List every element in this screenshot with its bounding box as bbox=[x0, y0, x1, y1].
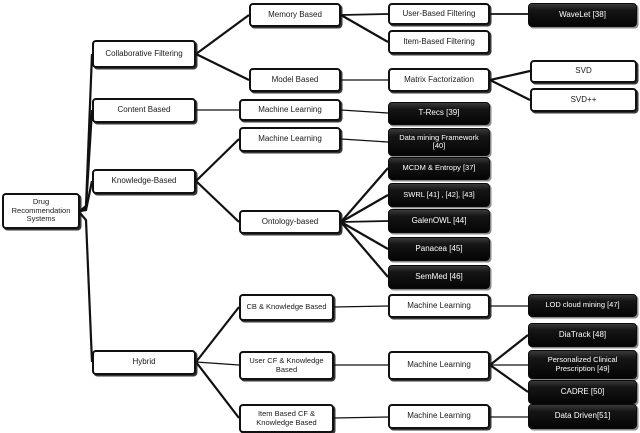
node-label-ibf: Item-Based Filtering bbox=[403, 36, 475, 46]
edge-knowledge-to-ontology bbox=[195, 180, 240, 223]
edge-root-to-knowledge bbox=[79, 180, 94, 213]
edge-hybrid-to-ucf_know bbox=[195, 361, 240, 366]
node-ml_ucf[interactable]: Machine Learning bbox=[388, 351, 490, 380]
node-datadriven[interactable]: Data Driven[51] bbox=[528, 404, 637, 429]
node-memory[interactable]: Memory Based bbox=[249, 3, 341, 27]
node-svd[interactable]: SVD bbox=[530, 60, 637, 83]
node-icf_know[interactable]: Item Based CF & Knowledge Based bbox=[239, 404, 334, 433]
node-label-icf_know: Item Based CF & Knowledge Based bbox=[256, 409, 317, 427]
node-label-wavelet: WaveLet [38] bbox=[559, 9, 606, 19]
node-label-model: Model Based bbox=[271, 74, 319, 84]
edge-ml_ucf-to-diatrack bbox=[489, 334, 529, 366]
node-svdpp[interactable]: SVD++ bbox=[530, 88, 637, 112]
node-dmf[interactable]: Data mining Framework [40] bbox=[388, 128, 490, 156]
node-label-hybrid: Hybrid bbox=[132, 357, 156, 367]
node-diatrack[interactable]: DiaTrack [48] bbox=[528, 323, 637, 347]
edge-root-to-content bbox=[79, 109, 94, 212]
node-label-galenowl: GalenOWL [44] bbox=[411, 215, 467, 225]
node-model[interactable]: Model Based bbox=[249, 68, 341, 92]
edge-cb_know-to-ml_cb bbox=[333, 305, 389, 308]
node-ibf[interactable]: Item-Based Filtering bbox=[388, 30, 490, 54]
node-label-ubf: User-Based Filtering bbox=[402, 8, 476, 18]
node-label-trecs: T-Recs [39] bbox=[418, 108, 460, 118]
node-label-ontology: Ontology-based bbox=[261, 216, 319, 226]
node-label-swrl: SWRL [41] , [42], [43] bbox=[403, 189, 475, 199]
node-label-svd: SVD bbox=[575, 66, 592, 76]
edge-mf-to-svdpp bbox=[489, 79, 531, 101]
node-label-diatrack: DiaTrack [48] bbox=[558, 329, 607, 339]
node-label-lod: LOD cloud mining [47] bbox=[545, 300, 620, 310]
edge-hybrid-to-icf_know bbox=[195, 361, 240, 419]
edge-knowledge-to-ml_know bbox=[195, 138, 240, 182]
node-ml_know[interactable]: Machine Learning bbox=[239, 127, 341, 152]
node-label-mcdm: MCDM & Entropy [37] bbox=[402, 163, 476, 173]
edge-mf-to-svd bbox=[489, 69, 531, 82]
node-ucf_know[interactable]: User CF & Knowledge Based bbox=[239, 351, 334, 380]
edge-ontology-to-galenowl bbox=[340, 220, 389, 223]
node-cadre[interactable]: CADRE [50] bbox=[528, 380, 637, 404]
node-label-pcp: Personalized Clinical Prescription [49] bbox=[547, 355, 618, 373]
edge-ml_content-to-trecs bbox=[340, 109, 389, 114]
edge-ontology-to-swrl bbox=[340, 194, 389, 223]
node-label-dmf: Data mining Framework [40] bbox=[399, 132, 479, 150]
node-label-ml_cb: Machine Learning bbox=[407, 300, 471, 310]
node-label-semmed: SemMed [46] bbox=[415, 271, 463, 281]
node-label-cb_know: CB & Knowledge Based bbox=[246, 302, 327, 312]
node-label-memory: Memory Based bbox=[268, 9, 322, 19]
edge-ontology-to-semmed bbox=[340, 221, 389, 278]
node-root[interactable]: Drug Recommendation Systems bbox=[2, 193, 80, 229]
node-label-ml_icf: Machine Learning bbox=[407, 411, 471, 421]
node-label-ml_know: Machine Learning bbox=[258, 134, 322, 144]
edge-ontology-to-mcdm bbox=[340, 167, 389, 223]
node-label-ml_content: Machine Learning bbox=[258, 104, 322, 114]
edge-memory-to-ubf bbox=[340, 13, 389, 16]
edge-ontology-to-panacea bbox=[340, 221, 389, 250]
edge-ml_ucf-to-cadre bbox=[489, 364, 529, 393]
edge-icf_know-to-ml_icf bbox=[333, 416, 389, 419]
node-lod[interactable]: LOD cloud mining [47] bbox=[528, 294, 637, 317]
edge-cf-to-memory bbox=[195, 14, 250, 55]
edge-cf-to-model bbox=[195, 53, 250, 81]
edge-root-to-hybrid bbox=[79, 212, 94, 363]
node-ontology[interactable]: Ontology-based bbox=[239, 210, 341, 234]
node-swrl[interactable]: SWRL [41] , [42], [43] bbox=[388, 183, 490, 207]
node-ml_icf[interactable]: Machine Learning bbox=[388, 404, 490, 429]
edge-memory-to-ibf bbox=[340, 14, 389, 43]
node-label-root: Drug Recommendation Systems bbox=[11, 197, 71, 224]
node-ml_content[interactable]: Machine Learning bbox=[239, 99, 341, 121]
node-mf[interactable]: Matrix Factorization bbox=[388, 68, 490, 92]
node-label-svdpp: SVD++ bbox=[570, 94, 597, 104]
node-trecs[interactable]: T-Recs [39] bbox=[388, 102, 490, 125]
node-semmed[interactable]: SemMed [46] bbox=[388, 265, 490, 289]
node-cf[interactable]: Collaborative Filtering bbox=[92, 40, 196, 68]
node-pcp[interactable]: Personalized Clinical Prescription [49] bbox=[528, 350, 637, 379]
node-ml_cb[interactable]: Machine Learning bbox=[388, 294, 490, 318]
node-label-cf: Collaborative Filtering bbox=[105, 48, 183, 58]
node-ubf[interactable]: User-Based Filtering bbox=[388, 3, 490, 25]
node-panacea[interactable]: Panacea [45] bbox=[388, 237, 490, 261]
node-label-knowledge: Knowledge-Based bbox=[111, 176, 177, 186]
edge-hybrid-to-cb_know bbox=[195, 306, 240, 363]
node-hybrid[interactable]: Hybrid bbox=[92, 350, 196, 375]
node-knowledge[interactable]: Knowledge-Based bbox=[92, 169, 196, 194]
node-label-panacea: Panacea [45] bbox=[415, 243, 463, 253]
edge-ml_know-to-dmf bbox=[340, 138, 389, 143]
node-cb_know[interactable]: CB & Knowledge Based bbox=[239, 294, 334, 321]
node-label-cadre: CADRE [50] bbox=[560, 386, 605, 396]
node-label-datadriven: Data Driven[51] bbox=[554, 411, 611, 421]
node-mcdm[interactable]: MCDM & Entropy [37] bbox=[388, 157, 490, 180]
node-galenowl[interactable]: GalenOWL [44] bbox=[388, 209, 490, 233]
node-label-content: Content Based bbox=[117, 105, 171, 115]
node-content[interactable]: Content Based bbox=[92, 98, 196, 123]
node-label-mf: Matrix Factorization bbox=[404, 74, 474, 84]
node-label-ucf_know: User CF & Knowledge Based bbox=[249, 356, 324, 374]
node-wavelet[interactable]: WaveLet [38] bbox=[528, 3, 637, 27]
node-label-ml_ucf: Machine Learning bbox=[407, 360, 471, 370]
